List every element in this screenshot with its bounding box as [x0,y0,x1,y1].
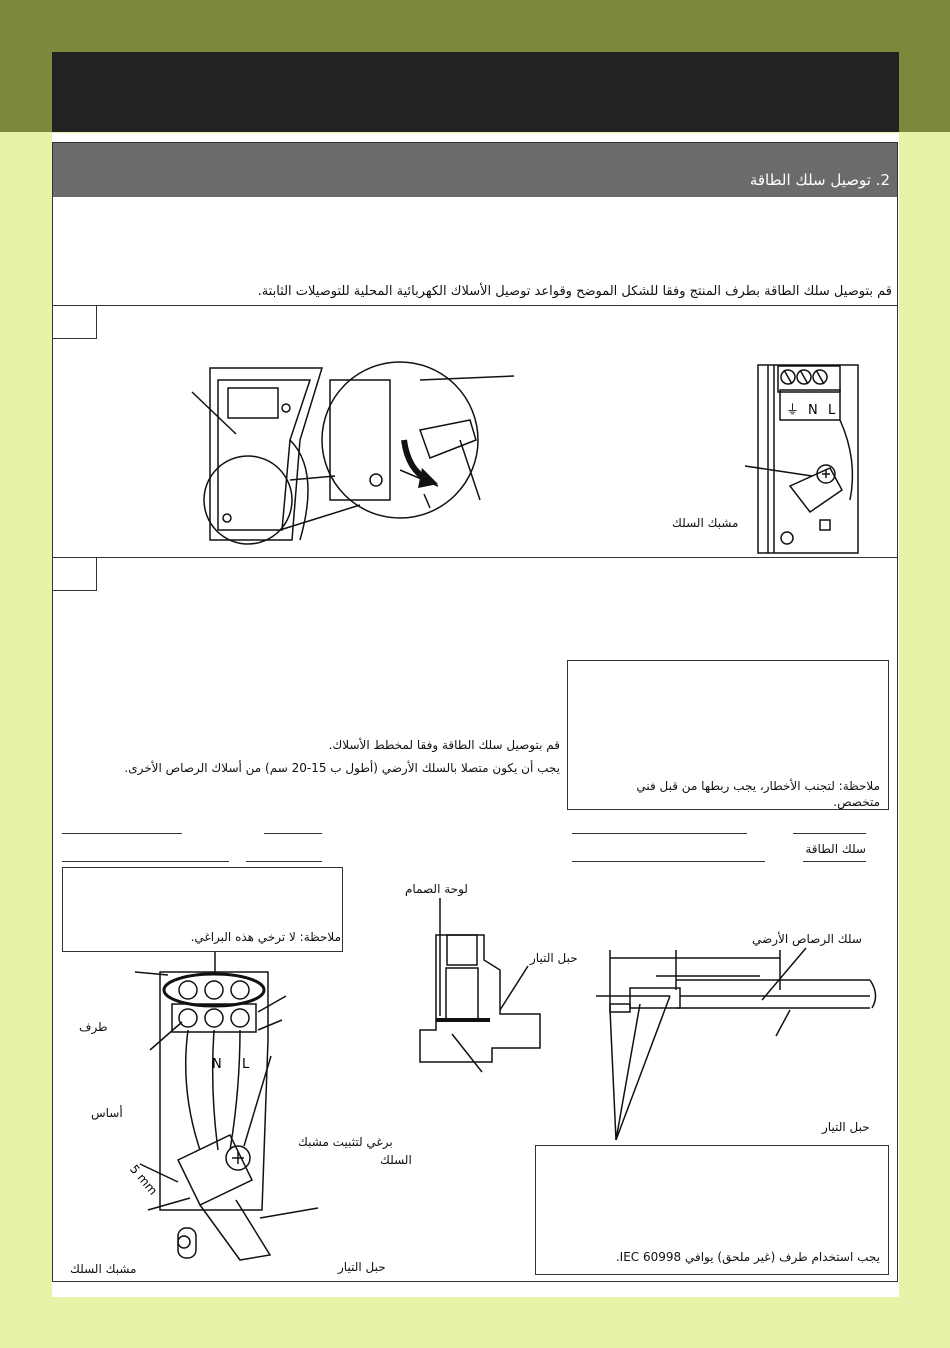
middle-cord-label: حبل التيار [530,951,578,965]
rule-line [264,833,322,834]
rule-line [246,861,322,862]
left-cord-label: حبل التيار [338,1260,386,1274]
header-bar [52,52,899,132]
terminal-label: طرف [79,1020,108,1034]
left-note-box [62,867,343,952]
content-frame [52,142,898,1282]
base-label: أساس [91,1106,123,1120]
screw-label-2: السلك [380,1153,412,1167]
left-note-text: ملاحظة: لا ترخي هذه البراغي. [190,930,341,944]
rule-line [793,833,866,834]
terminal-letter-l: L [828,403,836,418]
right-note-text: يجب استخدام طرف (غير ملحق) يوافي IEC 609… [615,1250,880,1264]
section-title: 2. توصيل سلك الطاقة [749,171,890,189]
intro-text: قم بتوصيل سلك الطاقة بطرف المنتج وفقا لل… [257,284,892,299]
ground-wire-label: سلك الرصاص الأرضي [752,932,862,946]
terminal-letter-n: N [808,403,818,418]
terminal-letter-ground: ⏚ [786,403,799,418]
rule-line [62,861,229,862]
divider-1 [52,305,898,306]
divider-2 [52,557,898,558]
step1-cord-clamp-label: مشبك السلك [672,516,739,530]
step2-instruction-1: قم بتوصيل سلك الطاقة وفقا لمخطط الأسلاك. [328,738,560,752]
section-title-bar [53,143,897,197]
rule-line [572,833,747,834]
right-cord-label: حبل التيار [822,1120,870,1134]
step2-note-box [567,660,889,810]
rule-line [803,861,866,862]
rule-line [62,833,182,834]
step2-number-box [52,557,97,591]
left-letter-l: L [242,1057,250,1072]
power-cord-label: سلك الطاقة [805,842,866,856]
rule-line [572,861,765,862]
page-background [52,133,899,1297]
step2-note-text: ملاحظة: لتجنب الأخطار، يجب ربطها من قبل … [636,779,880,809]
step1-number-box [52,305,97,339]
right-note-box [535,1145,889,1275]
left-clamp-label: مشبك السلك [70,1262,137,1276]
left-letter-n: N [212,1057,222,1072]
step2-instruction-2: يجب أن يكون متصلا بالسلك الأرضي (أطول ب … [124,761,560,775]
screw-label-1: برغي لتثبيت مشبك [298,1135,393,1149]
valve-plate-label: لوحة الصمام [405,882,468,896]
